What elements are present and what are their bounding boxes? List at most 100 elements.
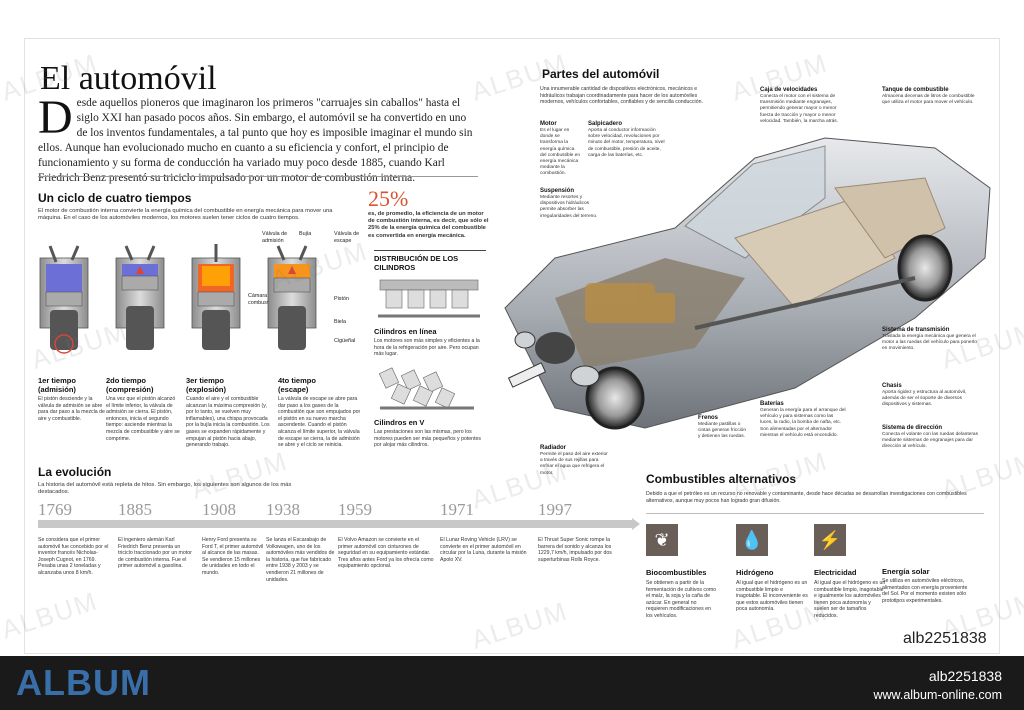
label-piston: Pistón bbox=[334, 296, 349, 302]
stroke-1-engine bbox=[39, 245, 89, 354]
fuel-icon-box: 💧 bbox=[736, 524, 768, 556]
timeline-event-text: El Thrust Super Sonic rompe la barrera d… bbox=[538, 537, 612, 563]
cycle-description: El motor de combustión interna convierte… bbox=[38, 208, 333, 222]
cylinders-divider bbox=[374, 250, 486, 251]
part-text: Mediante resortes y dispositivos hidrául… bbox=[540, 195, 598, 219]
timeline-event-text: El Volvo Amazon se convierte en el prime… bbox=[338, 537, 434, 570]
stroke-4-text: La válvula de escape se abre para dar pa… bbox=[278, 396, 361, 449]
evolution-description: La historia del automóvil está repleta d… bbox=[38, 482, 292, 496]
fuel-text: Se utiliza en automóviles eléctricos, al… bbox=[882, 578, 968, 604]
timeline-event-text: Henry Ford presenta su Ford T, el primer… bbox=[202, 537, 264, 576]
footer-bar bbox=[0, 656, 1024, 710]
album-logo[interactable]: ALBUM bbox=[16, 662, 151, 703]
stroke-3-title: 3er tiempo (explosión) bbox=[186, 376, 227, 394]
timeline-year: 1997 bbox=[538, 500, 572, 519]
part-text: Almacena decenas de litros de combustibl… bbox=[882, 94, 975, 106]
part-text: Generan la energía para el arranque del … bbox=[760, 408, 846, 438]
fuel-name: Biocombustibles bbox=[646, 568, 707, 577]
stroke-1-text: El pistón desciende y la válvula de admi… bbox=[38, 396, 105, 422]
part-text: Aporta al conductor información sobre ve… bbox=[588, 128, 665, 158]
fuel-name: Energía solar bbox=[882, 567, 930, 576]
part-text: Es el lugar en donde se transforma la en… bbox=[540, 128, 580, 177]
fuels-description: Debido a que el petróleo es un recurso n… bbox=[646, 491, 967, 504]
inline-cylinders-title: Cilindros en línea bbox=[374, 327, 437, 336]
timeline-arrow bbox=[632, 518, 640, 530]
part-text: Mediante pastillas o cintas generan fric… bbox=[698, 422, 746, 440]
v-cylinders-image bbox=[378, 367, 474, 410]
part-name: Salpicadero bbox=[588, 121, 623, 127]
part-name: Motor bbox=[540, 121, 557, 127]
reference-code-footer: alb2251838 bbox=[928, 668, 1002, 684]
evolution-heading: La evolución bbox=[38, 465, 112, 479]
reference-code: alb2251838 bbox=[903, 630, 987, 647]
intro-text: esde aquellos pioneros que imaginaron lo… bbox=[38, 97, 473, 184]
car-cutaway-illustration bbox=[504, 137, 991, 430]
stroke-2-title: 2do tiempo (compresión) bbox=[106, 376, 154, 394]
part-name: Sistema de transmisión bbox=[882, 327, 950, 333]
stroke-2-engine bbox=[115, 245, 165, 350]
fuel-text: Se obtienen a partir de la fermentación … bbox=[646, 580, 717, 619]
stroke-4-title: 4to tiempo (escape) bbox=[278, 376, 316, 394]
stroke-2-text: Una vez que el pistón alcanzó el límite … bbox=[106, 396, 180, 442]
stroke-1-title: 1er tiempo (admisión) bbox=[38, 376, 76, 394]
lightning-icon: ⚡ bbox=[818, 529, 842, 550]
fuels-divider bbox=[646, 513, 984, 514]
part-text: Conecta el volante con las ruedas delant… bbox=[882, 432, 978, 450]
intro-divider bbox=[38, 176, 478, 177]
label-valve-in: Válvula de admisión bbox=[262, 231, 288, 244]
fuel-icon-box: ❦ bbox=[646, 524, 678, 556]
part-name: Suspensión bbox=[540, 188, 575, 194]
label-crank: Cigüeñal bbox=[334, 338, 356, 344]
part-name: Sistema de dirección bbox=[882, 425, 943, 431]
timeline-year: 1959 bbox=[338, 500, 372, 519]
part-name: Caja de velocidades bbox=[760, 87, 818, 93]
efficiency-text: es, de promedio, la eficiencia de un mot… bbox=[368, 211, 489, 239]
part-text: Conecta el motor con el sistema de trans… bbox=[760, 94, 839, 124]
timeline-year: 1769 bbox=[38, 500, 72, 519]
timeline-event-text: El Lunar Roving Vehicle (LRV) se convier… bbox=[440, 537, 527, 563]
page-title: El automóvil bbox=[40, 60, 217, 97]
fuel-icon-box: ⚡ bbox=[814, 524, 846, 556]
parts-heading: Partes del automóvil bbox=[542, 67, 660, 81]
cycle-heading: Un ciclo de cuatro tiempos bbox=[38, 191, 192, 205]
timeline-event-text: Se lanza el Escarabajo de Volkswagen, un… bbox=[266, 537, 335, 583]
water-drop-icon: 💧 bbox=[740, 529, 764, 550]
timeline-year: 1885 bbox=[118, 500, 152, 519]
part-name: Chasis bbox=[882, 383, 902, 389]
stroke-4-engine bbox=[267, 245, 317, 350]
label-valve-out: Válvula de escape bbox=[334, 231, 360, 244]
label-spark: Bujía bbox=[299, 231, 312, 237]
v-cylinders-text: Las prestaciones son las mismas, pero lo… bbox=[374, 429, 481, 449]
part-text: Traslada la energía mecánica que genera … bbox=[882, 334, 977, 352]
leaf-icon: ❦ bbox=[654, 529, 670, 550]
inline-cylinders-text: Los motores son más simples y eficientes… bbox=[374, 338, 480, 358]
cylinders-heading: DISTRIBUCIÓN DE LOS CILINDROS bbox=[374, 254, 459, 272]
parts-description: Una innumerable cantidad de dispositivos… bbox=[540, 86, 703, 106]
efficiency-percent: 25% bbox=[368, 186, 409, 211]
four-stroke-illustrations bbox=[39, 244, 317, 354]
timeline-bar bbox=[38, 520, 632, 528]
timeline-event-text: El ingeniero alemán Karl Friedrich Benz … bbox=[118, 537, 192, 570]
intro-dropcap: D bbox=[38, 91, 73, 144]
fuel-text: Al igual que el hidrógeno es un combusti… bbox=[814, 580, 886, 619]
fuels-heading: Combustibles alternativos bbox=[646, 472, 797, 486]
part-name: Radiador bbox=[540, 445, 567, 451]
timeline-year: 1938 bbox=[266, 500, 300, 519]
stroke-3-text: Cuando el aire y el combustible alcanzan… bbox=[186, 396, 270, 449]
site-url[interactable]: www.album-online.com bbox=[873, 688, 1002, 702]
part-name: Frenos bbox=[698, 415, 719, 421]
label-chamber: Cámara de combustión bbox=[248, 293, 276, 306]
part-text: Permite el paso del aire exterior a trav… bbox=[540, 452, 608, 476]
stroke-3-engine bbox=[191, 244, 241, 350]
inline-cylinders-image bbox=[378, 279, 480, 318]
timeline-year: 1971 bbox=[440, 500, 474, 519]
timeline-year: 1908 bbox=[202, 500, 236, 519]
v-cylinders-title: Cilindros en V bbox=[374, 418, 425, 427]
fuel-name: Electricidad bbox=[814, 568, 857, 577]
timeline-event-text: Se considera que el primer automóvil fue… bbox=[38, 537, 109, 576]
fuel-name: Hidrógeno bbox=[736, 568, 774, 577]
part-name: Baterías bbox=[760, 401, 784, 407]
label-rod: Biela bbox=[334, 319, 346, 325]
